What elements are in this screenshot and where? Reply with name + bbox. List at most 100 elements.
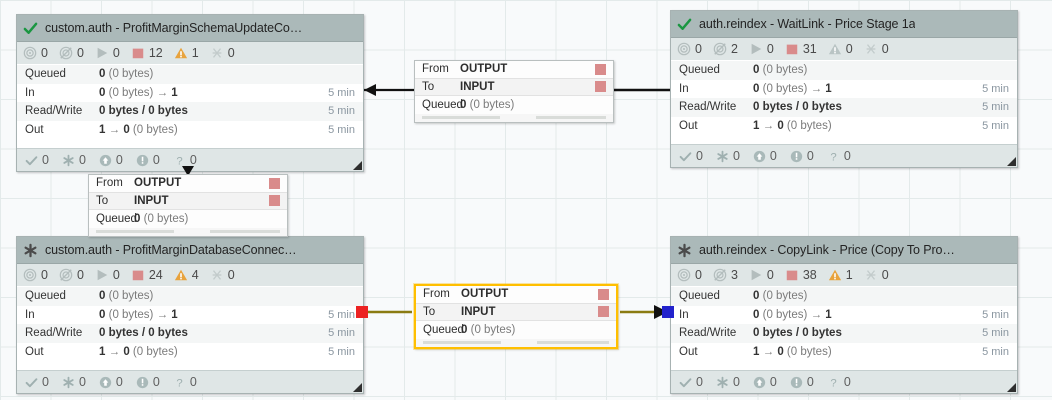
play-triangle-icon bbox=[97, 47, 108, 59]
connection-from-row[interactable]: From OUTPUT bbox=[415, 61, 613, 79]
unknown-count: ? 0 bbox=[827, 149, 851, 163]
unknown-count: ? 0 bbox=[173, 153, 197, 167]
info-count: 0 bbox=[790, 149, 814, 163]
play-triangle-icon bbox=[751, 269, 762, 281]
concentric-circles-icon bbox=[677, 268, 691, 282]
terminated-threads-count: 0 bbox=[59, 46, 84, 60]
stats-spacer bbox=[671, 361, 1017, 370]
green-check-icon bbox=[677, 17, 692, 32]
processor-header[interactable]: auth.reindex - WaitLink - Price Stage 1a bbox=[671, 11, 1017, 38]
disabled-icon bbox=[212, 270, 222, 280]
connection-from-row[interactable]: From OUTPUT bbox=[89, 175, 287, 193]
valid-count: 0 bbox=[25, 375, 49, 389]
stat-row-read-write: Read/Write 0 bytes / 0 bytes 5 min bbox=[17, 324, 363, 343]
connection-box: From OUTPUT To INPUT Queued 0 (0 bytes) bbox=[88, 174, 288, 237]
connection-to-row[interactable]: To INPUT bbox=[416, 303, 616, 321]
processor-footer: 0 0 0 0 ? 0 bbox=[671, 144, 1017, 167]
connection-to-row[interactable]: To INPUT bbox=[89, 192, 287, 210]
stopped-count: 31 bbox=[785, 42, 817, 56]
resize-handle[interactable] bbox=[1007, 157, 1016, 166]
concentric-circles-icon bbox=[677, 42, 691, 56]
info-circle-icon bbox=[790, 150, 803, 162]
stat-row-in: In 0 (0 bytes) → 1 5 min bbox=[25, 308, 355, 321]
question-mark-icon: ? bbox=[830, 377, 836, 388]
play-triangle-icon bbox=[751, 43, 762, 55]
active-threads-count: 0 bbox=[23, 46, 48, 60]
processor-footer: 0 0 0 0 ? 0 bbox=[671, 370, 1017, 393]
up-arrow-circle-icon bbox=[99, 376, 112, 388]
connection-progress-bars bbox=[416, 338, 616, 347]
active-threads-count: 0 bbox=[677, 42, 702, 56]
connection-from-value: OUTPUT bbox=[461, 288, 509, 301]
stopped-count: 38 bbox=[785, 268, 817, 282]
gray-asterisk-icon bbox=[677, 243, 692, 258]
active-threads-count: 0 bbox=[23, 268, 48, 282]
warning-triangle-icon bbox=[828, 269, 841, 281]
info-circle-icon bbox=[790, 376, 803, 388]
processor-footer: 0 0 0 0 ? 0 bbox=[17, 148, 363, 171]
disabled-count: 0 bbox=[210, 268, 235, 282]
asterisk-icon bbox=[63, 154, 74, 166]
stat-row-out: Out 1 → 0 (0 bytes) 5 min bbox=[679, 119, 1009, 132]
terminated-threads-count: 3 bbox=[713, 268, 738, 282]
processor-header[interactable]: custom.auth - ProfitMarginSchemaUpdateCo… bbox=[17, 15, 363, 42]
uploaded-count: 0 bbox=[753, 149, 777, 163]
check-icon bbox=[25, 377, 38, 387]
svg-text:?: ? bbox=[830, 377, 836, 388]
processor-card: custom.auth - ProfitMarginDatabaseConnec… bbox=[16, 236, 364, 394]
check-icon bbox=[25, 155, 38, 165]
connection-endpoint-source[interactable] bbox=[356, 306, 368, 318]
connection-endpoint-destination[interactable] bbox=[662, 306, 674, 318]
up-arrow-circle-icon bbox=[753, 150, 766, 162]
stopped-square-icon bbox=[269, 177, 280, 189]
processor-stats: Queued 0 (0 bytes) In 0 (0 bytes) → 1 5 … bbox=[671, 287, 1017, 370]
resize-handle[interactable] bbox=[353, 161, 362, 170]
stopped-square-icon bbox=[595, 81, 606, 93]
disabled-icon bbox=[866, 44, 876, 54]
crossed-circle-icon bbox=[713, 42, 727, 56]
info-count: 0 bbox=[790, 375, 814, 389]
stat-row-in: In 0 (0 bytes) → 1 5 min bbox=[25, 86, 355, 99]
resize-handle[interactable] bbox=[353, 383, 362, 392]
processor-header[interactable]: custom.auth - ProfitMarginDatabaseConnec… bbox=[17, 237, 363, 264]
connection-to-value: INPUT bbox=[460, 80, 495, 93]
concentric-circles-icon bbox=[23, 268, 37, 282]
question-mark-icon: ? bbox=[176, 155, 182, 166]
gray-asterisk-icon bbox=[23, 243, 38, 258]
crossed-circle-icon bbox=[713, 268, 727, 282]
disabled-count: 0 bbox=[864, 268, 889, 282]
stat-row-queued: Queued 0 (0 bytes) bbox=[17, 65, 363, 84]
connection-progress-bars bbox=[415, 113, 613, 122]
invalid-count: 0 bbox=[828, 42, 853, 56]
running-count: 0 bbox=[749, 268, 774, 282]
info-count: 0 bbox=[136, 375, 160, 389]
terminated-threads-count: 0 bbox=[59, 268, 84, 282]
stat-row-queued: Queued 0 (0 bytes) bbox=[17, 287, 363, 306]
resize-handle[interactable] bbox=[1007, 383, 1016, 392]
crossed-circle-icon bbox=[59, 268, 73, 282]
stat-row-out: Out 1 → 0 (0 bytes) 5 min bbox=[25, 345, 355, 358]
connection-from-row[interactable]: From OUTPUT bbox=[416, 286, 616, 304]
connection-from-value: OUTPUT bbox=[460, 63, 508, 76]
processor-counts-bar: 0 3 0 38 1 0 bbox=[671, 264, 1017, 287]
stopped-count: 12 bbox=[131, 46, 163, 60]
disabled-icon bbox=[212, 48, 222, 58]
processor-footer: 0 0 0 0 ? 0 bbox=[17, 370, 363, 393]
running-count: 0 bbox=[95, 46, 120, 60]
stat-row-read-write: Read/Write 0 bytes / 0 bytes 5 min bbox=[671, 324, 1017, 343]
stopped-count: 24 bbox=[131, 268, 163, 282]
processor-header[interactable]: auth.reindex - CopyLink - Price (Copy To… bbox=[671, 237, 1017, 264]
valid-count: 0 bbox=[25, 153, 49, 167]
svg-text:?: ? bbox=[176, 377, 182, 388]
transmitting-count: 0 bbox=[62, 375, 86, 389]
red-square-icon bbox=[132, 270, 144, 281]
red-square-icon bbox=[786, 44, 798, 55]
running-count: 0 bbox=[749, 42, 774, 56]
running-count: 0 bbox=[95, 268, 120, 282]
connection-to-row[interactable]: To INPUT bbox=[415, 78, 613, 96]
info-circle-icon bbox=[136, 376, 149, 388]
disabled-count: 0 bbox=[210, 46, 235, 60]
processor-card: auth.reindex - WaitLink - Price Stage 1a… bbox=[670, 10, 1018, 168]
concentric-circles-icon bbox=[23, 46, 37, 60]
connection-queued-row: Queued 0 (0 bytes) bbox=[89, 210, 287, 228]
